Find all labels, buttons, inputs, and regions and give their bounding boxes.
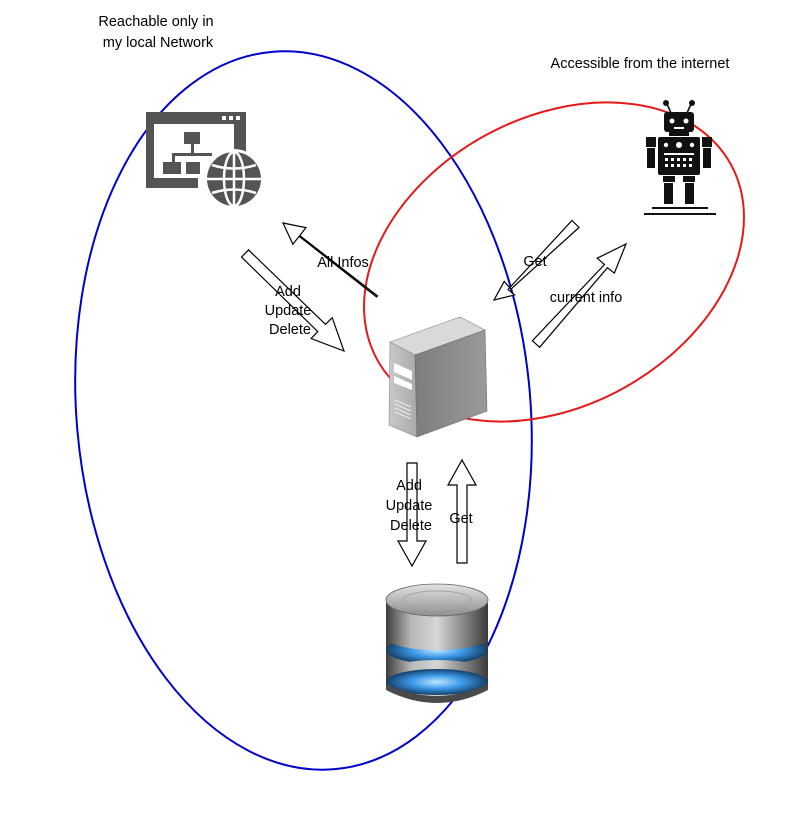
arrow-server-to-db [396, 462, 428, 568]
edge-label-add-update-delete-db: Add Update Delete [386, 478, 437, 534]
edge-label-get-robot: Get [523, 254, 546, 270]
local-network-zone [74, 50, 533, 771]
server-icon [388, 316, 488, 438]
robot-icon [644, 100, 716, 215]
arrow-db-to-server [446, 458, 478, 564]
edge-label-all-infos: All Infos [317, 255, 369, 271]
internet-zone [363, 101, 745, 423]
edge-label-current-info: current info [550, 290, 623, 306]
arrow-server-to-robot [531, 242, 628, 349]
arrow-web-to-server [240, 249, 345, 353]
web-sitemap-icon [146, 112, 264, 209]
arrow-server-to-web [281, 222, 379, 298]
edge-label-add-update-delete-web: Add Update Delete [265, 284, 316, 338]
database-icon [385, 583, 489, 703]
internet-zone-label: Accessible from the internet [551, 56, 730, 72]
arrow-robot-to-server [492, 219, 580, 301]
edge-label-get-db: Get [449, 511, 472, 527]
local-network-zone-label: Reachable only in my local Network [98, 14, 217, 51]
